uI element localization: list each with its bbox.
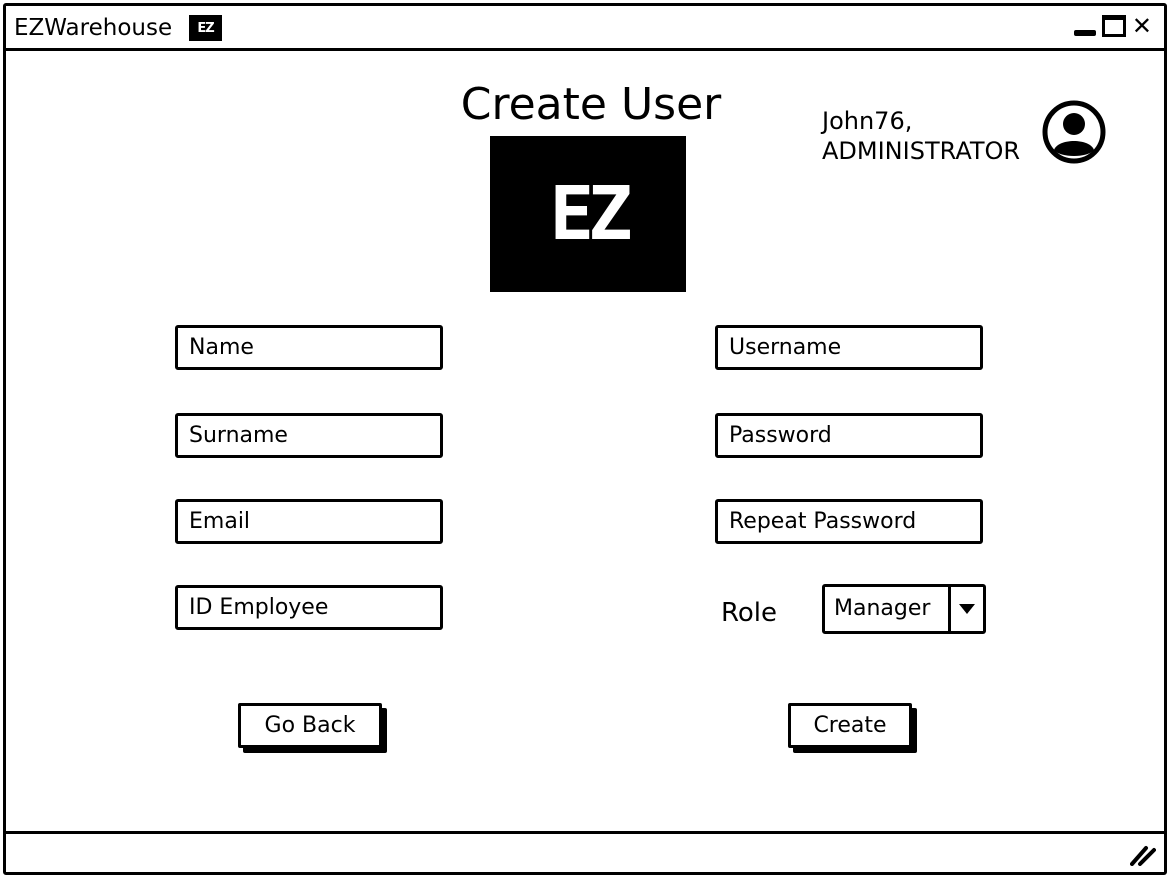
minimize-icon[interactable] <box>1073 30 1096 36</box>
status-bar <box>6 831 1164 872</box>
title-bar[interactable]: EZWarehouse EZ ✕ <box>6 6 1164 51</box>
id-employee-input[interactable] <box>175 585 443 630</box>
app-logo-text: EZ <box>549 171 632 257</box>
user-avatar-icon[interactable] <box>1042 100 1106 164</box>
current-user-role: ADMINISTRATOR <box>822 137 1021 165</box>
surname-input[interactable] <box>175 413 443 458</box>
role-select[interactable]: Manager <box>822 584 986 634</box>
repeat-password-input[interactable] <box>715 499 983 544</box>
username-input[interactable] <box>715 325 983 370</box>
app-title: EZWarehouse <box>14 15 173 41</box>
app-logo-small-text: EZ <box>197 20 214 36</box>
go-back-button[interactable]: Go Back <box>238 703 382 748</box>
app-logo: EZ <box>490 136 686 292</box>
maximize-icon[interactable] <box>1101 15 1126 37</box>
resize-grip-icon[interactable] <box>1130 844 1156 866</box>
page-title: Create User <box>460 79 722 130</box>
chevron-down-icon[interactable] <box>948 587 983 631</box>
current-user-name: John76, <box>822 107 913 135</box>
window-controls: ✕ <box>1073 12 1152 40</box>
app-logo-small: EZ <box>189 15 222 41</box>
app-window: EZWarehouse EZ ✕ Create User EZ John76, … <box>3 3 1167 875</box>
password-input[interactable] <box>715 413 983 458</box>
name-input[interactable] <box>175 325 443 370</box>
role-label: Role <box>721 598 778 628</box>
close-icon[interactable]: ✕ <box>1131 12 1152 40</box>
email-input[interactable] <box>175 499 443 544</box>
create-button[interactable]: Create <box>788 703 912 748</box>
chevron-down-shape <box>959 604 975 614</box>
role-select-value: Manager <box>834 596 931 621</box>
